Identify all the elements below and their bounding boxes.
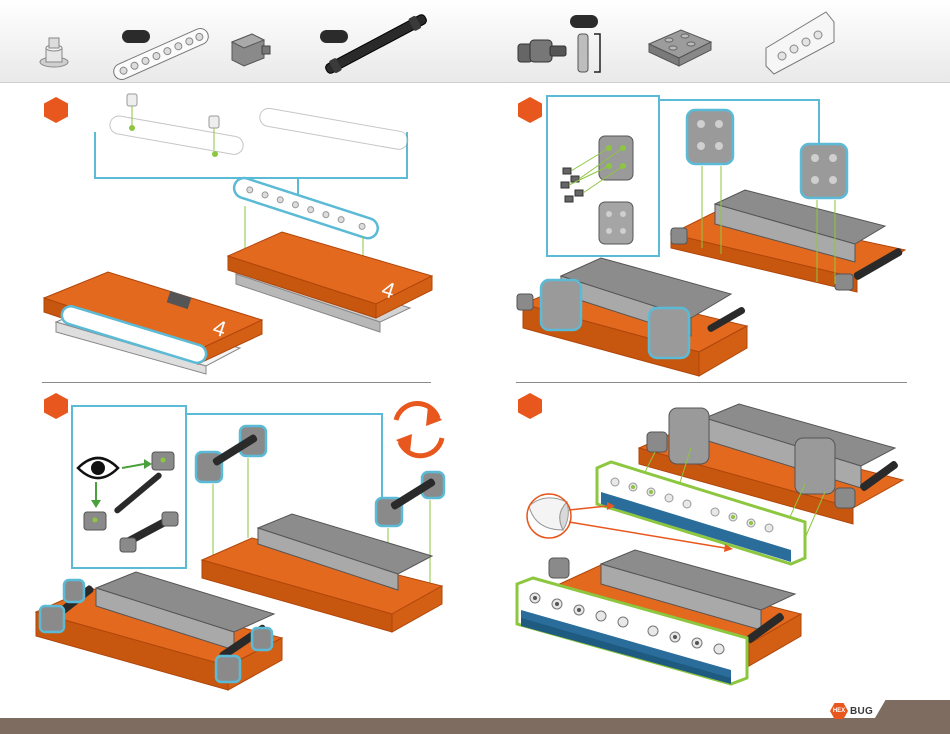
white-side-panel-part (760, 8, 838, 78)
grey-plate-part (645, 26, 715, 70)
axle-pin-part (34, 34, 74, 70)
rotate-arrows-icon (396, 403, 442, 455)
quantity-badge (570, 15, 598, 28)
logo-text: BUG (850, 706, 873, 717)
white-beam-part (106, 16, 216, 86)
hexbug-logo: HEX BUG (830, 703, 873, 719)
step-4-illustration (505, 388, 945, 698)
page-footer-band (0, 718, 950, 734)
pin-length-gauge (572, 30, 606, 76)
black-axle-part (318, 6, 434, 78)
parts-list-bar (0, 0, 950, 83)
page-tab (875, 700, 950, 718)
logo-hex-badge: HEX (830, 703, 848, 719)
step-2-illustration (505, 86, 945, 382)
pin-tool-part (514, 28, 570, 72)
section-divider (42, 382, 431, 383)
step-3-illustration (30, 388, 450, 698)
section-divider (516, 382, 907, 383)
grey-connector-part (226, 28, 272, 68)
step-1-illustration: 4 4 (30, 86, 450, 382)
